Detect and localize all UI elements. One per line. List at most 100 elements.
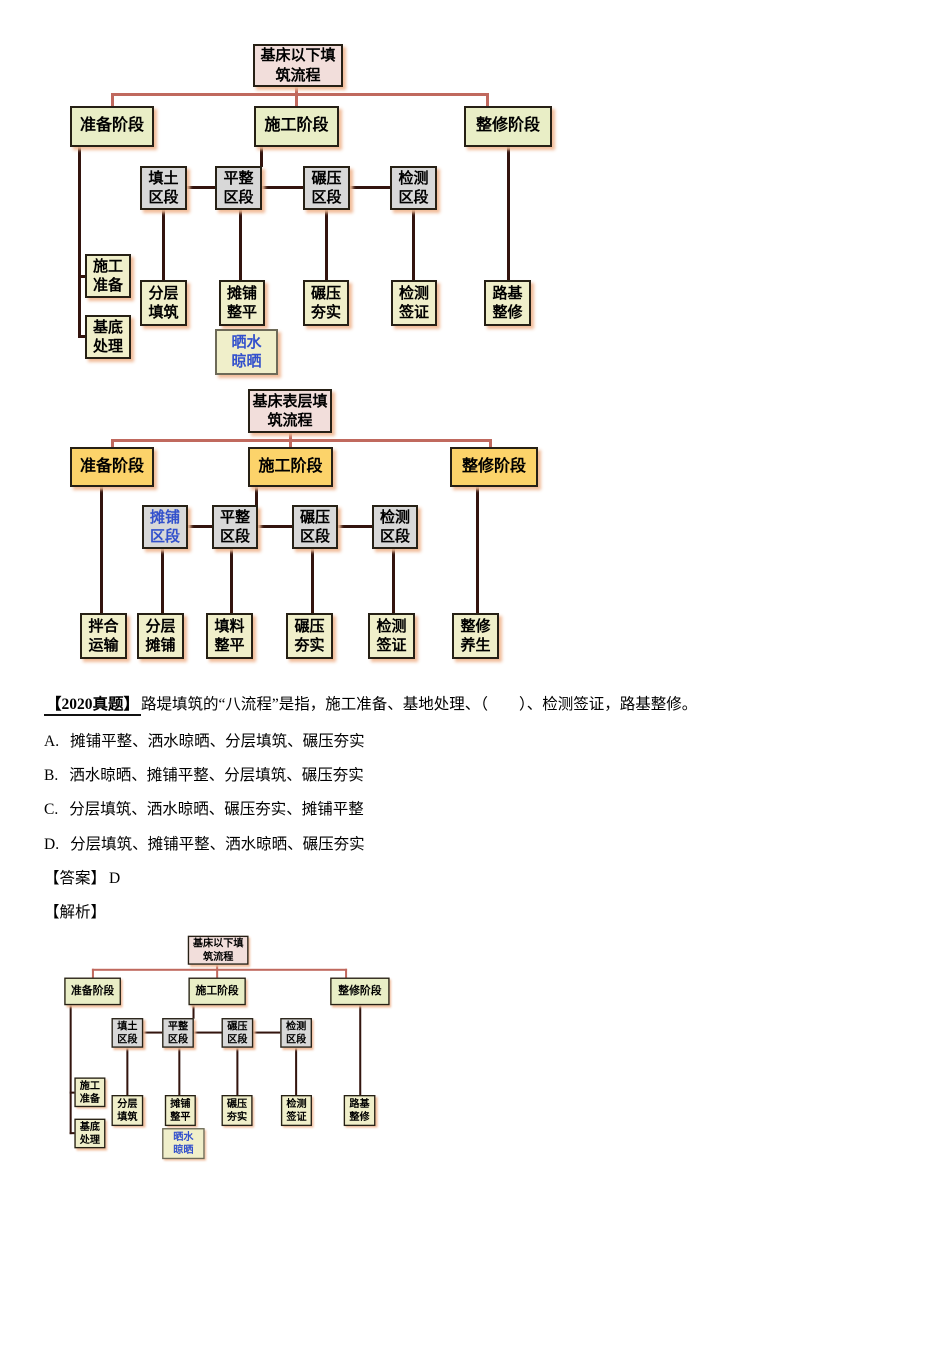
question-tag: 【2020真题】 (44, 696, 142, 716)
connector-line (78, 335, 86, 338)
flow-node-section-fill: 填土 区段 (111, 1018, 144, 1048)
flowchart-analysis-copy: 基床以下填 筑流程 准备阶段 施工阶段 整修阶段 填土 区段 平整 区段 碾压 … (17, 906, 409, 1169)
flow-node-stage-repair: 整修阶段 (450, 447, 538, 487)
analysis-label: 【解析】 (44, 904, 107, 921)
flow-node-layered-filling: 分层 填筑 (140, 280, 187, 326)
connector-line (69, 1091, 76, 1094)
connector-line (111, 439, 114, 448)
flow-node-section-roll: 碾压 区段 (303, 166, 350, 210)
flow-node-test-sign: 检测 签证 (368, 613, 415, 659)
flow-node-section-test: 检测 区段 (390, 166, 437, 210)
flow-node-base-treatment: 基底 处理 (85, 315, 131, 359)
option-b: B. 洒水晾晒、摊铺平整、分层填筑、碾压夯实 (44, 763, 364, 785)
connector-line (412, 210, 415, 280)
connector-line (239, 210, 242, 280)
flow-node-repair-curing: 整修 养生 (452, 613, 499, 659)
connector-line (295, 1047, 298, 1095)
flow-node-layered-filling: 分层 填筑 (111, 1095, 144, 1127)
flow-node-mix-transport: 拌合 运输 (80, 613, 127, 659)
connector-line (69, 1132, 76, 1135)
flow-node-layered-spread: 分层 摊铺 (137, 613, 184, 659)
question-line: 【2020真题】路堤填筑的“八流程”是指，施工准备、基地处理、（ ）、检测签证，… (44, 692, 698, 716)
connector-line (350, 186, 390, 189)
connector-line (91, 968, 94, 978)
connector-line (262, 186, 303, 189)
connector-line (111, 93, 489, 96)
flow-node-section-level: 平整 区段 (215, 166, 262, 210)
connector-line (345, 968, 348, 979)
flow-node-subgrade-repair: 路基 整修 (484, 280, 531, 326)
connector-line (359, 1004, 362, 1095)
connector-line (188, 525, 212, 528)
flow-node-spread-level: 摊铺 整平 (219, 280, 265, 326)
flow-node-stage-construction: 施工阶段 (248, 447, 333, 487)
connector-line (78, 275, 86, 278)
flow-node-spread-level: 摊铺 整平 (164, 1095, 196, 1127)
connector-line (260, 146, 263, 167)
flow-node-stage-repair: 整修阶段 (330, 977, 390, 1006)
flow-node-stage-construction: 施工阶段 (254, 106, 339, 147)
flow-node-test-sign: 检测 签证 (391, 280, 437, 326)
connector-line (507, 146, 510, 280)
flow-node-root: 基床以下填 筑流程 (253, 44, 343, 87)
flow-node-base-treatment: 基底 处理 (74, 1118, 106, 1149)
flow-node-section-level: 平整 区段 (212, 505, 258, 549)
option-a: A.摊铺平整、洒水晾晒、分层填筑、碾压夯实 (44, 729, 365, 751)
connector-line (325, 210, 328, 280)
connector-line (126, 1047, 129, 1095)
connector-line (258, 525, 292, 528)
option-d-text: 分层填筑、摊铺平整、洒水晾晒、碾压夯实 (70, 836, 365, 853)
connector-line (178, 1047, 181, 1095)
flow-node-root: 基床表层填 筑流程 (248, 389, 332, 433)
option-c-text: 分层填筑、洒水晾晒、碾压夯实、摊铺平整 (69, 801, 364, 818)
flow-node-filler-level: 填料 整平 (206, 613, 253, 659)
connector-line (100, 487, 103, 613)
connector-line (216, 964, 219, 978)
flow-node-stage-repair: 整修阶段 (464, 106, 552, 147)
connector-line (162, 210, 165, 280)
connector-line (338, 525, 372, 528)
option-b-label: B. (44, 767, 59, 784)
answer-label: 【答案】 (44, 870, 107, 887)
flow-node-stage-prep: 准备阶段 (70, 447, 154, 487)
flow-node-root: 基床以下填 筑流程 (187, 935, 249, 965)
connector-line (236, 1047, 239, 1095)
answer-line: 【答案】D (44, 866, 120, 888)
flow-node-constr-prep: 施工 准备 (85, 254, 131, 298)
connector-line (111, 93, 114, 106)
option-a-text: 摊铺平整、洒水晾晒、分层填筑、碾压夯实 (70, 733, 365, 750)
connector-line (392, 549, 395, 613)
flow-node-roll-compact: 碾压 夯实 (286, 613, 333, 659)
connector-line (111, 439, 492, 442)
question-text: 路堤填筑的“八流程”是指，施工准备、基地处理、（ ）、检测签证，路基整修。 (141, 696, 698, 713)
flow-node-constr-prep: 施工 准备 (74, 1077, 106, 1108)
option-d: D. 分层填筑、摊铺平整、洒水晾晒、碾压夯实 (44, 832, 365, 854)
analysis-line: 【解析】 (44, 900, 106, 922)
flow-node-section-roll: 碾压 区段 (221, 1018, 254, 1048)
connector-line (143, 1031, 163, 1034)
flow-node-section-level: 平整 区段 (162, 1018, 194, 1048)
connector-line (253, 1031, 281, 1034)
connector-line (192, 1004, 195, 1019)
connector-line (187, 186, 215, 189)
option-d-label: D. (44, 836, 60, 853)
flow-node-roll-compact: 碾压 夯实 (303, 280, 349, 326)
flow-node-water-drying: 晒水 晾晒 (162, 1128, 205, 1160)
connector-line (295, 87, 298, 106)
connector-line (255, 487, 258, 507)
flow-node-water-drying: 晒水 晾晒 (215, 329, 278, 375)
option-b-text: 洒水晾晒、摊铺平整、分层填筑、碾压夯实 (69, 767, 364, 784)
flow-node-section-fill: 填土 区段 (140, 166, 187, 210)
connector-line (311, 549, 314, 613)
flow-node-section-spread: 摊铺 区段 (142, 505, 188, 549)
connector-line (193, 1031, 222, 1034)
connector-line (486, 93, 489, 107)
flow-node-stage-prep: 准备阶段 (64, 977, 121, 1006)
flow-node-stage-prep: 准备阶段 (70, 106, 154, 147)
flow-node-section-roll: 碾压 区段 (292, 505, 338, 549)
connector-line (230, 549, 233, 613)
flow-node-section-test: 检测 区段 (280, 1018, 312, 1048)
connector-line (69, 1004, 72, 1135)
option-c: C.分层填筑、洒水晾晒、碾压夯实、摊铺平整 (44, 797, 364, 819)
connector-line (476, 487, 479, 613)
